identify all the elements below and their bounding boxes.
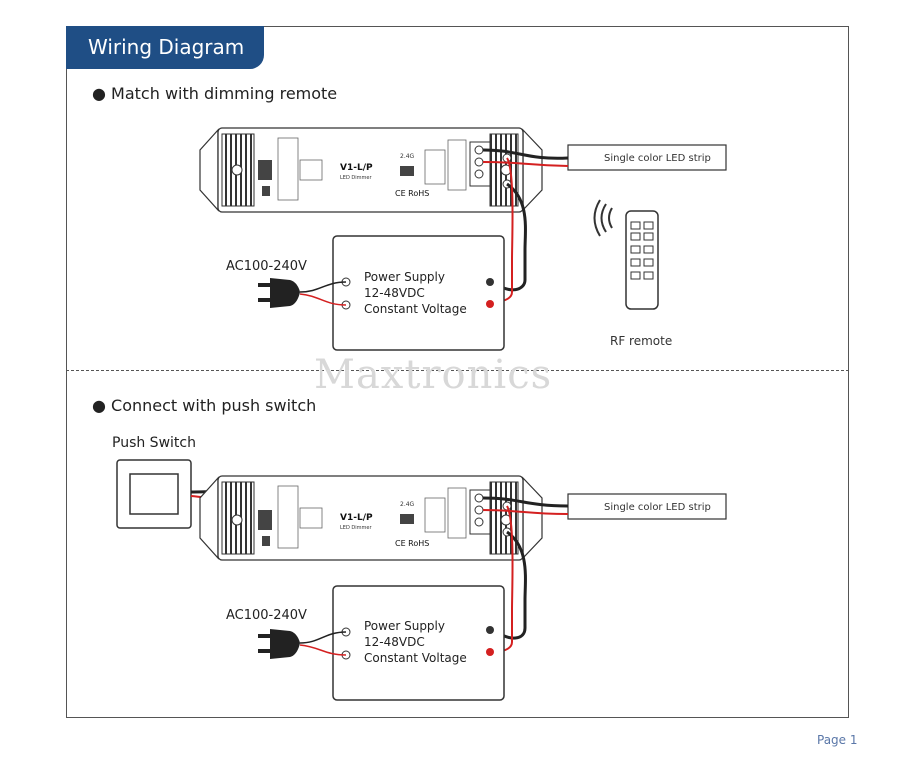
push-switch-label: Push Switch bbox=[112, 435, 196, 451]
ac-plug-1-icon bbox=[258, 278, 347, 308]
controller-2-cert: CE RoHS bbox=[395, 539, 429, 548]
psu-2-line-2: 12-48VDC bbox=[364, 635, 425, 649]
diagram-frame bbox=[66, 26, 849, 718]
section1-heading-text: Match with dimming remote bbox=[111, 84, 338, 103]
rf-remote-label: RF remote bbox=[610, 334, 672, 348]
psu-2-line-1: Power Supply bbox=[364, 619, 445, 633]
led-strip-1-label: Single color LED strip bbox=[604, 153, 711, 164]
push-switch-icon bbox=[116, 459, 192, 529]
page-number: Page 1 bbox=[817, 733, 858, 747]
controller-2: V1-L/P LED Dimmer 2.4G CE RoHS bbox=[199, 475, 543, 561]
controller-2-model: V1-L/P bbox=[340, 513, 373, 523]
power-supply-2: Power Supply 12-48VDC Constant Voltage bbox=[332, 585, 505, 701]
led-strip-2-label: Single color LED strip bbox=[604, 502, 711, 513]
controller-1-subtitle: LED Dimmer bbox=[340, 175, 372, 181]
controller-1: V1-L/P LED Dimmer 2.4G CE RoHS bbox=[199, 127, 543, 213]
rf-remote-icon bbox=[593, 199, 659, 310]
controller-1-freq: 2.4G bbox=[400, 153, 415, 160]
psu-1-line-3: Constant Voltage bbox=[364, 302, 467, 316]
psu-2-line-3: Constant Voltage bbox=[364, 651, 467, 665]
page-title: Wiring Diagram bbox=[66, 26, 264, 69]
section2-heading: ● Connect with push switch bbox=[92, 396, 317, 415]
psu-1-line-2: 12-48VDC bbox=[364, 286, 425, 300]
watermark: Maxtronics bbox=[314, 352, 553, 398]
ac-label-1: AC100-240V bbox=[226, 259, 307, 274]
controller-1-cert: CE RoHS bbox=[395, 189, 429, 198]
section1-heading: ● Match with dimming remote bbox=[92, 84, 338, 103]
section2-heading-text: Connect with push switch bbox=[111, 396, 317, 415]
psu-1-line-1: Power Supply bbox=[364, 270, 445, 284]
led-strip-2: Single color LED strip bbox=[567, 493, 727, 520]
controller-2-subtitle: LED Dimmer bbox=[340, 525, 372, 531]
controller-1-model: V1-L/P bbox=[340, 163, 373, 173]
ac-plug-2-icon bbox=[258, 629, 347, 659]
section-divider bbox=[66, 370, 849, 371]
led-strip-1: Single color LED strip bbox=[567, 144, 727, 171]
ac-label-2: AC100-240V bbox=[226, 608, 307, 623]
controller-2-freq: 2.4G bbox=[400, 501, 415, 508]
power-supply-1: Power Supply 12-48VDC Constant Voltage bbox=[332, 235, 505, 351]
